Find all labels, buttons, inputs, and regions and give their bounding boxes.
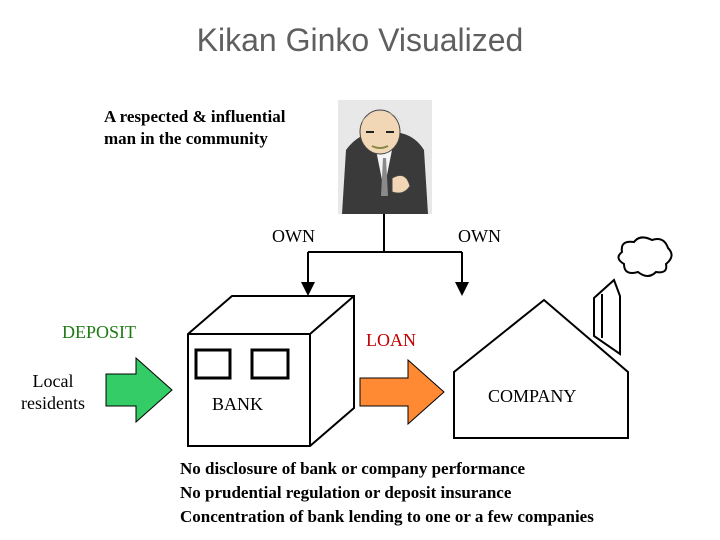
own-label-left: OWN	[272, 226, 315, 246]
factory-building-icon	[453, 278, 629, 439]
note-item: No prudential regulation or deposit insu…	[180, 483, 512, 502]
bank-building-icon	[187, 295, 355, 447]
local-residents-label: Local residents	[8, 370, 98, 414]
loan-label: LOAN	[366, 330, 416, 350]
man-caption-line1: A respected & influential	[104, 107, 286, 126]
local-residents-line2: residents	[21, 393, 85, 413]
deposit-arrow-icon	[105, 356, 173, 424]
businessman-icon	[338, 100, 432, 214]
company-label: COMPANY	[488, 386, 577, 406]
notes-list: No disclosure of bank or company perform…	[180, 457, 594, 529]
note-item: Concentration of bank lending to one or …	[180, 507, 594, 526]
arrowhead-to-company-icon	[455, 282, 469, 296]
man-caption-line2: man in the community	[104, 129, 268, 148]
note-item: No disclosure of bank or company perform…	[180, 459, 526, 478]
own-label-right: OWN	[458, 226, 501, 246]
ownership-connector	[307, 214, 463, 284]
man-caption: A respected & influential man in the com…	[104, 106, 285, 150]
arrowhead-to-bank-icon	[301, 282, 315, 296]
bank-label: BANK	[212, 394, 264, 414]
page-title: Kikan Ginko Visualized	[196, 22, 524, 58]
deposit-label: DEPOSIT	[62, 322, 137, 342]
local-residents-line1: Local	[32, 371, 74, 391]
loan-arrow-icon	[359, 358, 445, 426]
smoke-cloud-icon	[617, 236, 673, 277]
